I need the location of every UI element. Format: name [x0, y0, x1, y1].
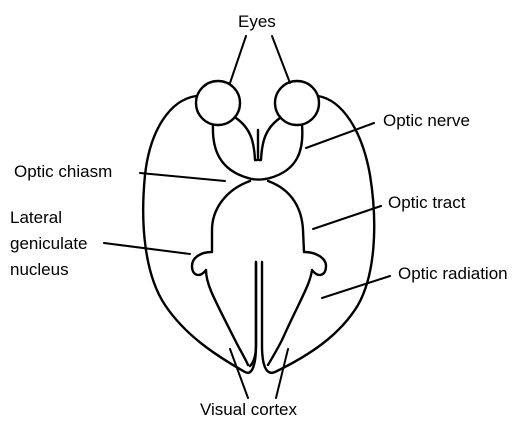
right-optic-tract — [268, 181, 326, 365]
optic-nerve-pointer — [306, 123, 374, 148]
label-optic-nerve: Optic nerve — [383, 110, 470, 132]
label-optic-radiation: Optic radiation — [398, 263, 508, 285]
eyes-pointer-left — [230, 36, 246, 83]
eyes-pointer-right — [272, 36, 290, 83]
label-eyes: Eyes — [238, 11, 276, 33]
label-lgn-line3: nucleus — [10, 259, 69, 281]
label-visual-cortex: Visual cortex — [200, 399, 297, 421]
visual-cortex-pointer-right — [276, 349, 288, 398]
left-hemisphere-outline — [143, 96, 256, 373]
right-optic-nerve — [270, 125, 302, 178]
left-inner-nerve — [236, 118, 257, 160]
right-inner-nerve — [259, 118, 280, 160]
optic-chiasm-crossing — [248, 178, 270, 180]
label-optic-chiasm: Optic chiasm — [14, 161, 112, 183]
label-lgn-line2: geniculate — [10, 233, 88, 255]
optic-radiation-pointer — [322, 276, 390, 298]
optic-chiasm-pointer — [140, 173, 225, 181]
left-optic-nerve — [213, 125, 248, 178]
right-eye — [275, 81, 319, 125]
left-lgn-inner — [250, 262, 256, 366]
right-hemisphere-outline — [262, 96, 374, 373]
left-eye — [196, 81, 240, 125]
left-optic-tract — [192, 181, 250, 365]
label-optic-tract: Optic tract — [388, 192, 465, 214]
optic-tract-pointer — [313, 206, 381, 229]
visual-cortex-pointer-left — [230, 349, 248, 398]
label-lgn-line1: Lateral — [10, 207, 62, 229]
